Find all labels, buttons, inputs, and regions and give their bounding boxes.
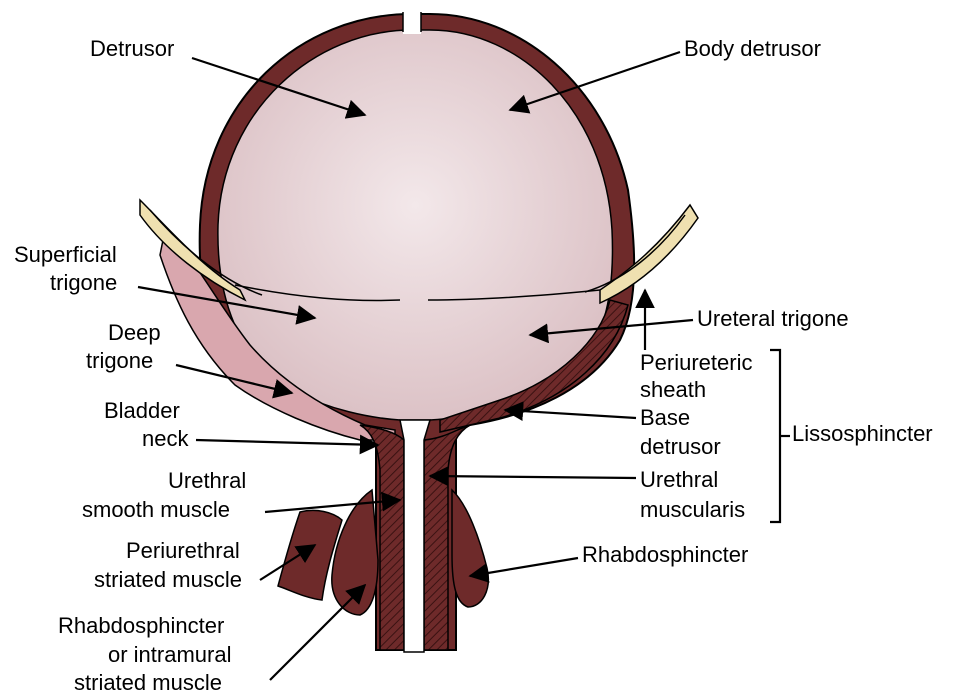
superficial-trigone-line-right bbox=[427, 289, 601, 301]
arrow-periurethral-striated bbox=[259, 544, 317, 581]
arrow-rhabdosphincter bbox=[468, 556, 579, 583]
arrow-ureteral-trigone bbox=[528, 318, 694, 344]
label-urethral-smooth-muscle-1: Urethral bbox=[168, 468, 246, 493]
left-ureter-line bbox=[149, 209, 263, 296]
urethra bbox=[359, 419, 471, 653]
arrow-deep-trigone bbox=[175, 363, 294, 399]
label-base-detrusor-2: detrusor bbox=[640, 434, 721, 459]
arrow-urethral-smooth-muscle bbox=[264, 491, 402, 514]
urethral-lumen bbox=[399, 419, 432, 653]
label-superficial-trigone-2: trigone bbox=[50, 270, 117, 295]
rhabdosphincter-left-mass bbox=[331, 488, 379, 616]
label-superficial-trigone-1: Superficial bbox=[14, 242, 117, 267]
dome-gap bbox=[403, 10, 421, 34]
label-rhabdosphincter-intramural-2: or intramural bbox=[108, 642, 231, 667]
label-periureteric-sheath-2: sheath bbox=[640, 377, 706, 402]
rhabdosphincter-right-mass bbox=[451, 488, 489, 608]
arrow-base-detrusor bbox=[503, 401, 637, 421]
label-rhabdosphincter: Rhabdosphincter bbox=[582, 542, 748, 567]
label-ureteral-trigone: Ureteral trigone bbox=[697, 306, 849, 331]
arrow-urethral-muscularis bbox=[428, 466, 637, 487]
arrow-bladder-neck bbox=[195, 434, 380, 455]
label-detrusor: Detrusor bbox=[90, 36, 174, 61]
label-periurethral-striated-2: striated muscle bbox=[94, 567, 242, 592]
label-urethral-muscularis-1: Urethral bbox=[640, 467, 718, 492]
arrow-detrusor bbox=[191, 56, 367, 119]
label-urethral-smooth-muscle-2: smooth muscle bbox=[82, 497, 230, 522]
arrow-rhabdosphincter-intramural bbox=[269, 583, 367, 681]
label-body-detrusor: Body detrusor bbox=[684, 36, 821, 61]
right-ureter-line bbox=[584, 214, 686, 293]
superficial-trigone-line bbox=[234, 284, 401, 302]
arrow-superficial-trigone bbox=[137, 285, 317, 325]
label-lissosphincter: Lissosphincter bbox=[792, 421, 933, 446]
lissosphincter-bracket bbox=[770, 348, 782, 524]
label-periureteric-sheath-1: Periureteric bbox=[640, 350, 752, 375]
arrow-body-detrusor bbox=[508, 50, 681, 114]
label-rhabdosphincter-intramural-1: Rhabdosphincter bbox=[58, 613, 224, 638]
label-deep-trigone-2: trigone bbox=[86, 348, 153, 373]
bladder-lumen bbox=[217, 29, 614, 421]
label-periurethral-striated-1: Periurethral bbox=[126, 538, 240, 563]
label-base-detrusor-1: Base bbox=[640, 405, 690, 430]
label-deep-trigone-1: Deep bbox=[108, 320, 161, 345]
leader-lines bbox=[137, 50, 790, 681]
label-rhabdosphincter-intramural-3: striated muscle bbox=[74, 670, 222, 694]
label-bladder-neck-2: neck bbox=[142, 426, 189, 451]
label-urethral-muscularis-2: muscularis bbox=[640, 497, 745, 522]
label-bladder-neck-1: Bladder bbox=[104, 398, 180, 423]
